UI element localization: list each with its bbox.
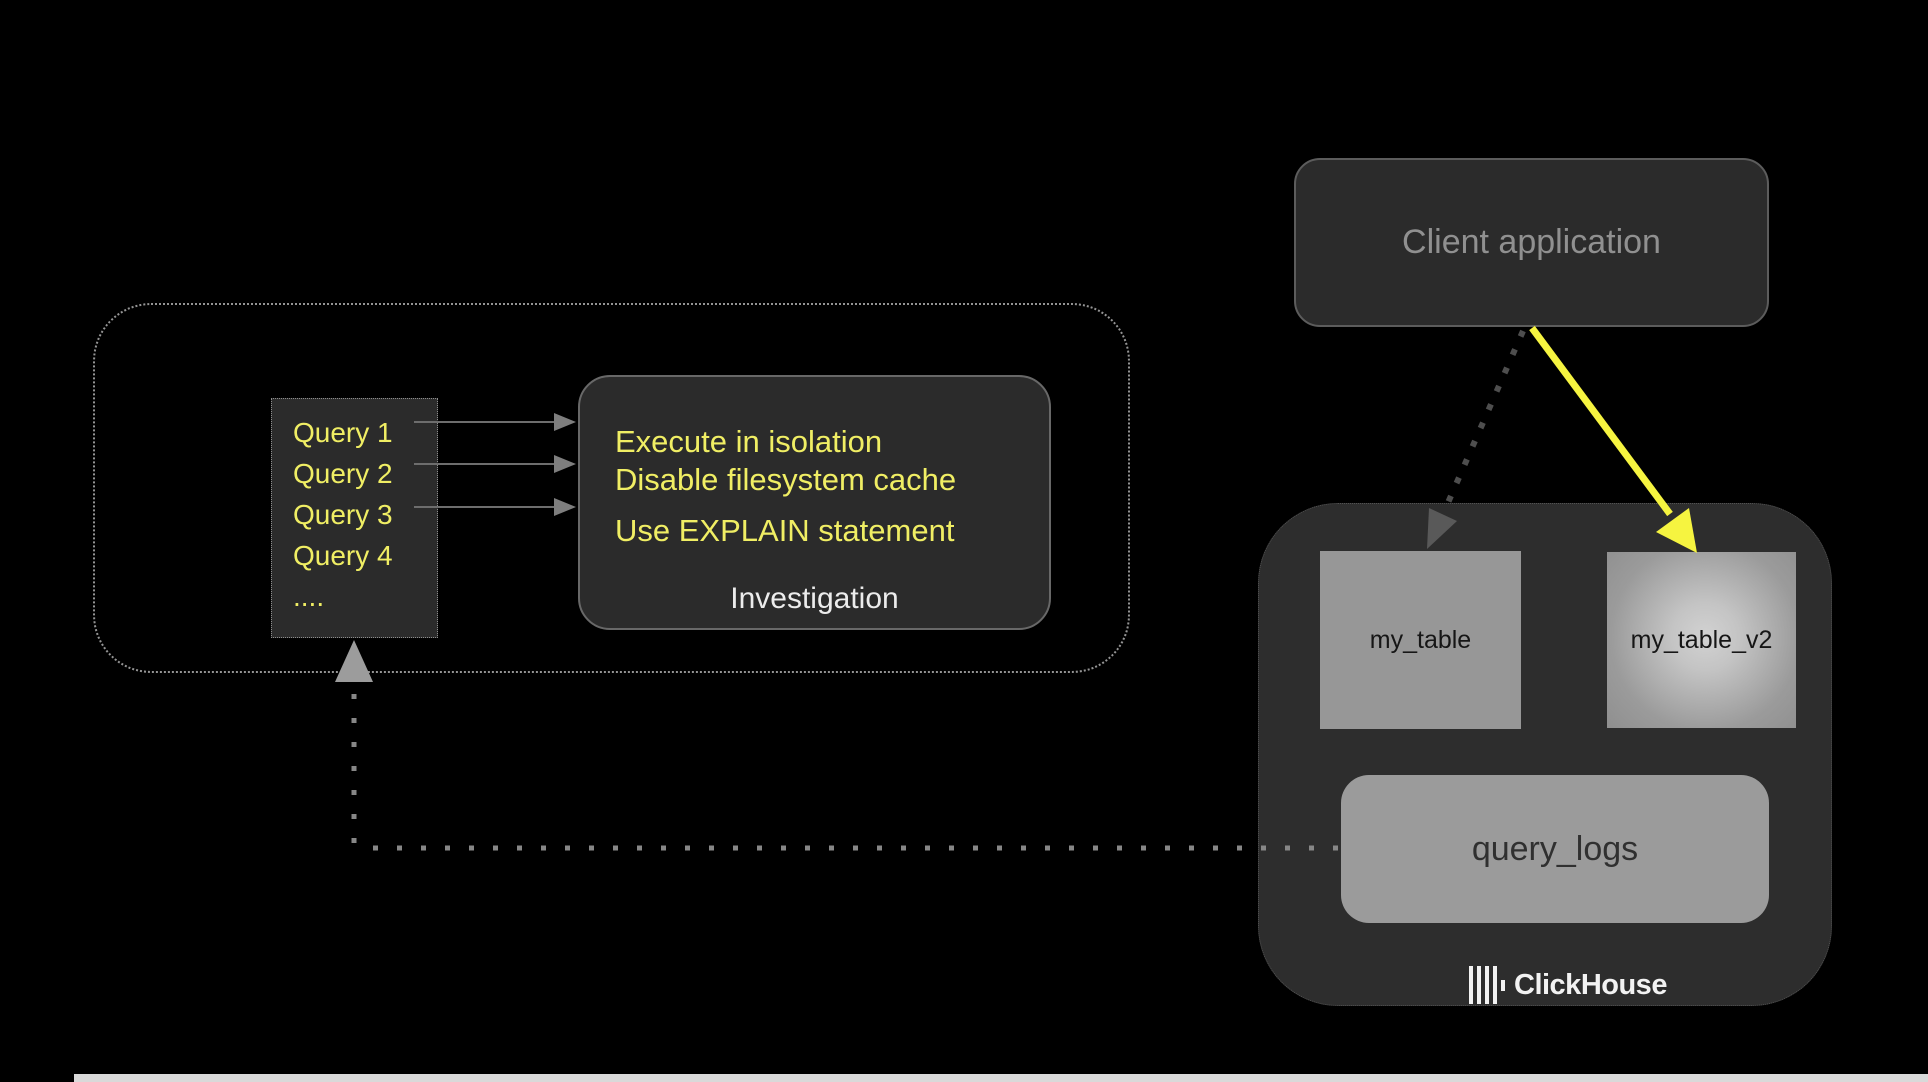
- query-list-item: Query 1: [293, 417, 393, 448]
- logo-bar: [1469, 966, 1473, 1004]
- client-application-label: Client application: [1402, 223, 1661, 261]
- clickhouse-container: my_table my_table_v2 query_logs ClickHou…: [1258, 503, 1832, 1006]
- query-list-item: Query 3: [293, 499, 393, 530]
- logo-bar: [1485, 966, 1489, 1004]
- my-table-v2-node: my_table_v2: [1607, 552, 1796, 728]
- my-table-label: my_table: [1369, 625, 1472, 654]
- query-logs-label: query_logs: [1471, 829, 1639, 868]
- logo-dot: [1501, 979, 1505, 991]
- my-table-node: my_table: [1320, 551, 1521, 729]
- query-list-ellipsis: ....: [293, 581, 325, 612]
- clickhouse-logo-icon: [1469, 966, 1505, 1004]
- bottom-edge-strip: [74, 1074, 1928, 1082]
- query-list-box: Query 1 Query 2 Query 3 Query 4 ....: [271, 398, 438, 638]
- investigation-tip: Execute in isolation: [615, 424, 883, 459]
- investigation-box: Execute in isolation Disable filesystem …: [578, 375, 1051, 630]
- clickhouse-brand: ClickHouse: [1469, 966, 1667, 1004]
- query-list-item: Query 2: [293, 458, 393, 489]
- investigation-tip: Use EXPLAIN statement: [615, 513, 955, 548]
- investigation-group-outline: [93, 303, 1130, 673]
- my-table-v2-label: my_table_v2: [1630, 625, 1773, 654]
- query-list-item: Query 4: [293, 540, 393, 571]
- investigation-label: Investigation: [730, 582, 899, 615]
- client-application-box: Client application: [1294, 158, 1769, 327]
- logo-bar: [1477, 966, 1481, 1004]
- logo-bar: [1493, 966, 1497, 1004]
- clickhouse-brand-label: ClickHouse: [1514, 968, 1667, 1001]
- query-logs-node: query_logs: [1341, 775, 1769, 923]
- investigation-tip: Disable filesystem cache: [615, 462, 957, 497]
